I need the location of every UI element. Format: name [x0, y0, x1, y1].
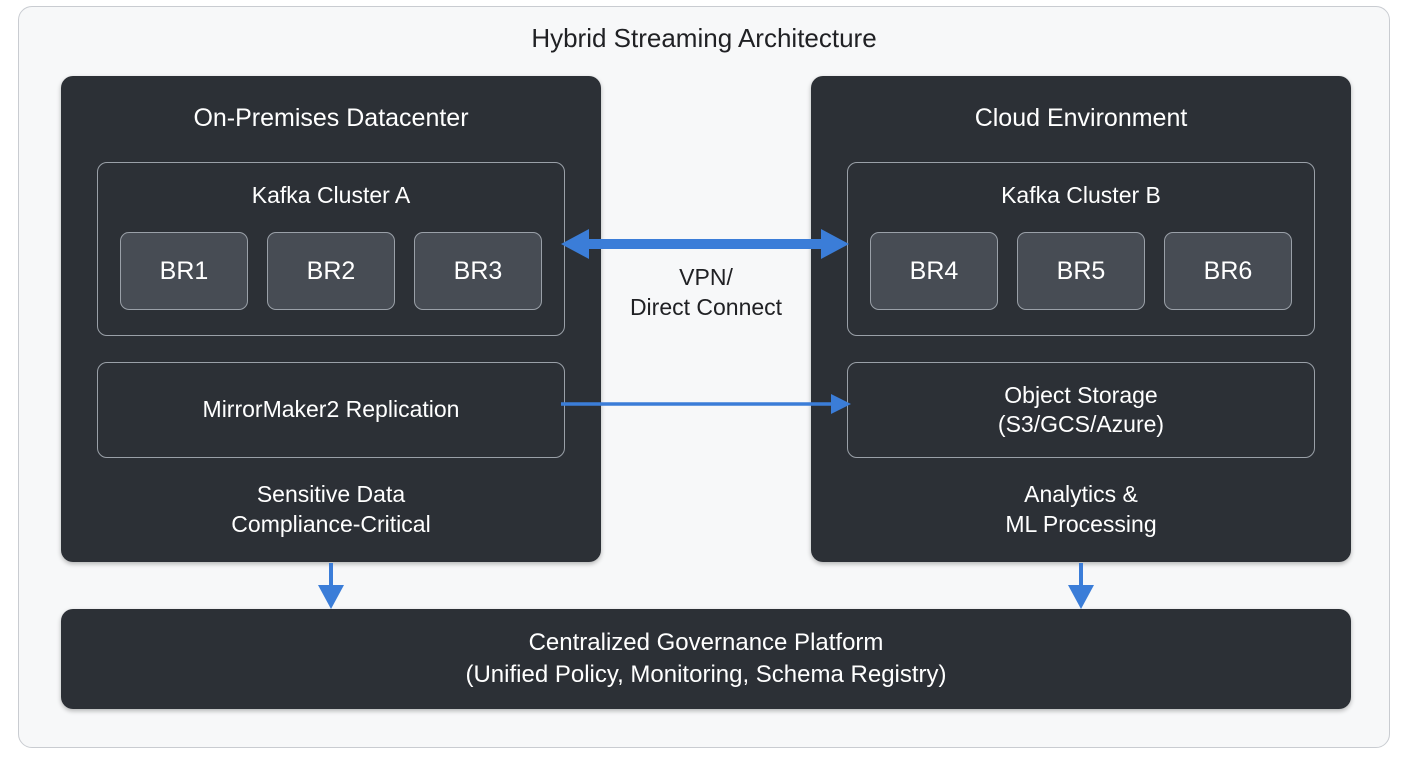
zone-caption-on-premises: Sensitive Data Compliance-Critical — [231, 480, 431, 538]
page-title: Hybrid Streaming Architecture — [531, 23, 877, 53]
broker-list-cluster-a: BR1 BR2 BR3 — [120, 225, 542, 317]
kafka-cluster-a[interactable]: Kafka Cluster A BR1 BR2 BR3 — [97, 162, 565, 336]
zone-caption-cloud: Analytics & ML Processing — [1005, 480, 1157, 538]
zone-on-premises-datacenter[interactable]: On-Premises Datacenter Kafka Cluster A B… — [61, 76, 601, 562]
kafka-cluster-b-title: Kafka Cluster B — [1001, 182, 1161, 208]
governance-arrow-right-icon — [1068, 563, 1094, 609]
broker-tile[interactable]: BR1 — [120, 232, 248, 310]
centralized-governance-platform[interactable]: Centralized Governance Platform (Unified… — [61, 609, 1351, 709]
vpn-bidirectional-arrow-icon — [561, 229, 849, 259]
kafka-cluster-a-title: Kafka Cluster A — [251, 182, 411, 208]
vpn-link-label: VPN/ Direct Connect — [629, 264, 783, 321]
mirrormaker2-replication-box[interactable]: MirrorMaker2 Replication — [97, 362, 565, 458]
zone-cloud-environment[interactable]: Cloud Environment Kafka Cluster B BR4 BR… — [811, 76, 1351, 562]
object-storage-box[interactable]: Object Storage (S3/GCS/Azure) — [847, 362, 1315, 458]
broker-tile[interactable]: BR5 — [1017, 232, 1145, 310]
diagram-canvas: Hybrid Streaming Architecture On-Premise… — [18, 6, 1390, 748]
replication-arrow-icon — [561, 394, 851, 414]
governance-arrow-left-icon — [318, 563, 344, 609]
broker-tile[interactable]: BR6 — [1164, 232, 1292, 310]
broker-list-cluster-b: BR4 BR5 BR6 — [870, 225, 1292, 317]
broker-tile[interactable]: BR2 — [267, 232, 395, 310]
kafka-cluster-b[interactable]: Kafka Cluster B BR4 BR5 BR6 — [847, 162, 1315, 336]
zone-title-cloud: Cloud Environment — [974, 104, 1188, 132]
broker-tile[interactable]: BR4 — [870, 232, 998, 310]
zone-title-on-premises: On-Premises Datacenter — [193, 104, 469, 132]
broker-tile[interactable]: BR3 — [414, 232, 542, 310]
